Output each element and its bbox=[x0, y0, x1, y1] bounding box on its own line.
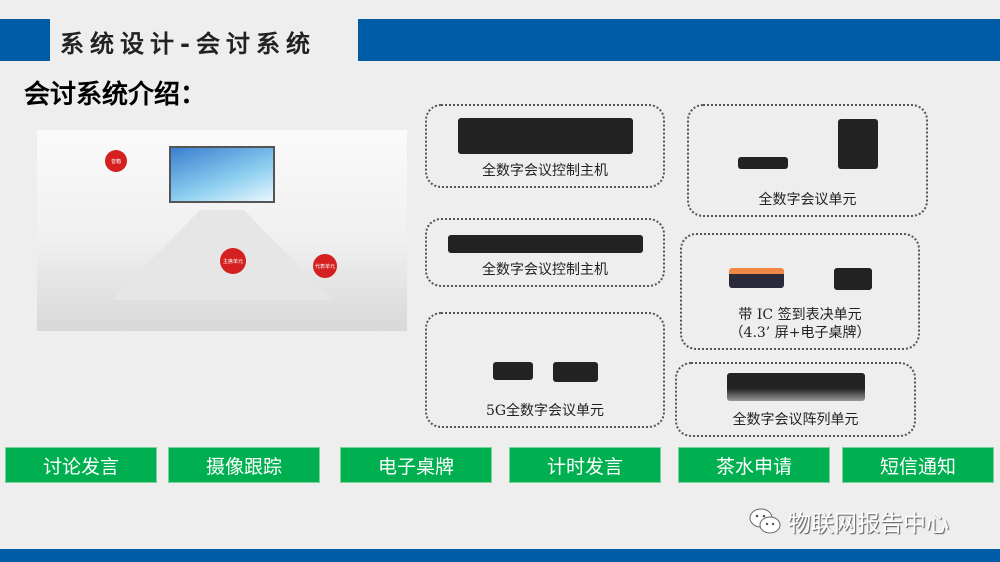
device-label: 全数字会议控制主机 bbox=[482, 163, 608, 179]
device-card: 带 IC 签到表决单元 （4.3’ 屏+电子桌牌） bbox=[680, 233, 920, 350]
nameplate-unit-image bbox=[728, 268, 784, 288]
device-label: 全数字会议单元 bbox=[758, 192, 857, 208]
mic-unit-image bbox=[492, 362, 533, 380]
header-band-right bbox=[358, 19, 1000, 61]
device-label: （4.3’ 屏+电子桌牌） bbox=[729, 325, 871, 341]
device-label: 5G全数字会议单元 bbox=[485, 403, 605, 419]
mic-unit-image bbox=[737, 157, 788, 169]
header-band-left bbox=[0, 19, 50, 61]
ic-unit-image bbox=[833, 268, 872, 290]
control-host-image bbox=[447, 235, 643, 253]
watermark: 物联网报告中心 bbox=[748, 504, 949, 538]
device-label: 全数字会议阵列单元 bbox=[732, 412, 859, 428]
conference-room-image: 音箱 主席单元 代表单元 bbox=[37, 130, 407, 331]
video-wall bbox=[169, 146, 275, 203]
feature-button-timed-speech[interactable]: 计时发言 bbox=[509, 447, 661, 483]
feature-button-tea-request[interactable]: 茶水申请 bbox=[678, 447, 830, 483]
device-card: 全数字会议阵列单元 bbox=[675, 362, 916, 437]
device-card: 5G全数字会议单元 bbox=[425, 312, 665, 428]
wechat-icon bbox=[749, 508, 781, 534]
photo-label: 主席单元 bbox=[220, 248, 246, 274]
device-label: 带 IC 签到表决单元 bbox=[738, 307, 862, 323]
device-label: 全数字会议控制主机 bbox=[482, 262, 608, 278]
mic-unit-image bbox=[837, 119, 878, 169]
photo-label: 代表单元 bbox=[313, 254, 337, 278]
footer-band bbox=[0, 549, 1000, 562]
section-title: 会讨系统介绍： bbox=[24, 80, 207, 110]
feature-button-sms[interactable]: 短信通知 bbox=[842, 447, 994, 483]
device-card: 全数字会议单元 bbox=[687, 104, 928, 217]
feature-button-discussion[interactable]: 讨论发言 bbox=[5, 447, 157, 483]
watermark-text: 物联网报告中心 bbox=[788, 511, 949, 537]
feature-button-nameplate[interactable]: 电子桌牌 bbox=[340, 447, 492, 483]
page-title: 系统设计-会讨系统 bbox=[60, 30, 316, 58]
device-card: 全数字会议控制主机 bbox=[425, 218, 665, 287]
photo-label: 音箱 bbox=[105, 150, 127, 172]
feature-button-camera-tracking[interactable]: 摄像跟踪 bbox=[168, 447, 320, 483]
device-card: 全数字会议控制主机 bbox=[425, 104, 665, 188]
array-unit-image bbox=[726, 373, 865, 401]
mic-unit-image bbox=[552, 362, 598, 382]
control-host-image bbox=[457, 118, 633, 154]
